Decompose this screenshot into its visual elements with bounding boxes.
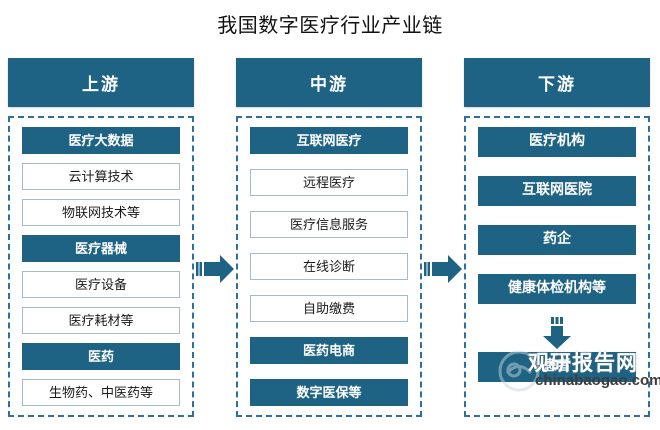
chain-item-upstream-3[interactable]: 医疗器械 — [22, 235, 180, 262]
column-body-downstream: 医疗机构 互联网医院 药企 健康体检机构等 患者 — [464, 116, 650, 417]
chain-item-midstream-1[interactable]: 远程医疗 — [250, 169, 408, 196]
arrow-upstream-to-midstream-icon — [196, 252, 236, 286]
chain-item-upstream-1[interactable]: 云计算技术 — [22, 163, 180, 190]
chain-item-upstream-4[interactable]: 医疗设备 — [22, 271, 180, 298]
column-downstream: 下游 医疗机构 互联网医院 药企 健康体检机构等 患者 — [464, 58, 650, 417]
chain-item-midstream-5[interactable]: 医药电商 — [250, 337, 408, 364]
chain-item-upstream-0[interactable]: 医疗大数据 — [22, 127, 180, 154]
chain-item-midstream-4[interactable]: 自助缴费 — [250, 295, 408, 322]
chain-item-upstream-5[interactable]: 医疗耗材等 — [22, 307, 180, 334]
chain-item-upstream-7[interactable]: 生物药、中医药等 — [22, 379, 180, 406]
chain-item-downstream-1[interactable]: 互联网医院 — [478, 176, 636, 206]
column-body-upstream: 医疗大数据 云计算技术 物联网技术等 医疗器械 医疗设备 医疗耗材等 医药 生物… — [8, 116, 194, 417]
chain-item-midstream-2[interactable]: 医疗信息服务 — [250, 211, 408, 238]
chain-item-midstream-0[interactable]: 互联网医疗 — [250, 127, 408, 154]
arrow-midstream-to-downstream-icon — [424, 252, 464, 286]
chain-item-midstream-6[interactable]: 数字医保等 — [250, 379, 408, 406]
column-upstream: 上游 医疗大数据 云计算技术 物联网技术等 医疗器械 医疗设备 医疗耗材等 医药… — [8, 58, 194, 417]
column-midstream: 中游 互联网医疗 远程医疗 医疗信息服务 在线诊断 自助缴费 医药电商 数字医保… — [236, 58, 422, 417]
chain-item-upstream-2[interactable]: 物联网技术等 — [22, 199, 180, 226]
chain-item-midstream-3[interactable]: 在线诊断 — [250, 253, 408, 280]
chain-item-downstream-3[interactable]: 健康体检机构等 — [478, 274, 636, 304]
chain-item-upstream-6[interactable]: 医药 — [22, 343, 180, 370]
column-header-upstream: 上游 — [8, 58, 194, 107]
chain-item-downstream-0[interactable]: 医疗机构 — [478, 127, 636, 157]
chain-item-downstream-4[interactable]: 患者 — [478, 352, 636, 382]
arrow-downstream-to-patient-icon — [540, 317, 574, 351]
column-header-downstream: 下游 — [464, 58, 650, 107]
column-body-midstream: 互联网医疗 远程医疗 医疗信息服务 在线诊断 自助缴费 医药电商 数字医保等 — [236, 116, 422, 417]
column-header-midstream: 中游 — [236, 58, 422, 107]
page-title: 我国数字医疗行业产业链 — [217, 15, 443, 37]
chain-item-downstream-2[interactable]: 药企 — [478, 225, 636, 255]
